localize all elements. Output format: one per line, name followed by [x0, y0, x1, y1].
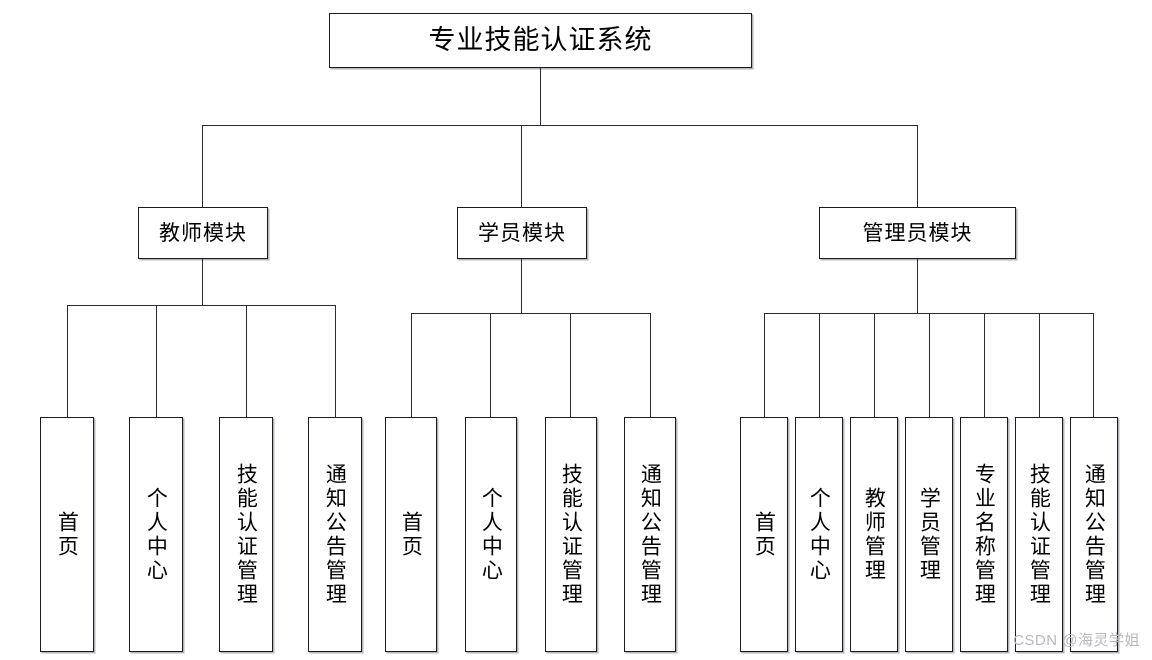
root-node-label: 专业技能认证系统 — [428, 25, 653, 56]
leaf-node-student-personal-center: 个人中心 — [465, 417, 517, 652]
connector-student-bus — [411, 313, 651, 314]
module-node-teacher: 教师模块 — [138, 207, 268, 259]
root-node-system: 专业技能认证系统 — [329, 13, 752, 68]
connector-student-drop-3 — [570, 313, 571, 417]
leaf-node-student-notice: 通知公告管理 — [624, 417, 676, 652]
connector-teacher-drop-4 — [335, 305, 336, 417]
leaf-node-admin-student-management: 学员管理 — [905, 417, 953, 652]
connector-root-stem — [540, 68, 541, 125]
connector-main-bus — [202, 125, 918, 126]
leaf-node-teacher-skill-certification: 技能认证管理 — [219, 417, 273, 652]
connector-admin-stem — [917, 259, 918, 313]
leaf-node-admin-notice: 通知公告管理 — [1070, 417, 1118, 652]
leaf-node-admin-teacher-management: 教师管理 — [850, 417, 898, 652]
leaf-node-label: 专业名称管理 — [972, 462, 997, 607]
leaf-node-label: 首页 — [399, 510, 424, 559]
connector-admin-drop-5 — [984, 313, 985, 417]
module-node-label: 管理员模块 — [862, 220, 973, 245]
leaf-node-label: 首页 — [752, 510, 777, 559]
leaf-node-label: 技能认证管理 — [234, 462, 259, 607]
leaf-node-student-home: 首页 — [385, 417, 437, 652]
leaf-node-label: 首页 — [55, 510, 80, 559]
connector-teacher-drop-2 — [156, 305, 157, 417]
connector-admin-drop-7 — [1093, 313, 1094, 417]
connector-admin-drop-4 — [929, 313, 930, 417]
connector-teacher-stem — [202, 259, 203, 305]
module-node-student: 学员模块 — [457, 207, 587, 259]
leaf-node-label: 个人中心 — [144, 486, 169, 583]
leaf-node-teacher-notice: 通知公告管理 — [308, 417, 362, 652]
connector-student-drop-4 — [650, 313, 651, 417]
leaf-node-label: 教师管理 — [862, 486, 887, 583]
leaf-node-admin-skill-certification: 技能认证管理 — [1015, 417, 1063, 652]
connector-teacher-drop-3 — [246, 305, 247, 417]
leaf-node-student-skill-certification: 技能认证管理 — [545, 417, 597, 652]
connector-admin-drop-1 — [764, 313, 765, 417]
leaf-node-label: 通知公告管理 — [638, 462, 663, 607]
leaf-node-label: 个人中心 — [807, 486, 832, 583]
leaf-node-admin-major-name-management: 专业名称管理 — [960, 417, 1008, 652]
leaf-node-teacher-home: 首页 — [40, 417, 94, 652]
leaf-node-label: 通知公告管理 — [1082, 462, 1107, 607]
module-node-label: 教师模块 — [159, 220, 247, 245]
connector-student-drop-1 — [411, 313, 412, 417]
connector-admin-drop-6 — [1039, 313, 1040, 417]
module-node-label: 学员模块 — [478, 220, 566, 245]
leaf-node-admin-personal-center: 个人中心 — [795, 417, 843, 652]
leaf-node-teacher-personal-center: 个人中心 — [129, 417, 183, 652]
connector-student-drop-2 — [490, 313, 491, 417]
connector-admin-drop-2 — [819, 313, 820, 417]
connector-teacher-bus — [67, 305, 336, 306]
connector-drop-admin — [917, 125, 918, 207]
connector-admin-drop-3 — [874, 313, 875, 417]
leaf-node-admin-home: 首页 — [740, 417, 788, 652]
leaf-node-label: 个人中心 — [479, 486, 504, 583]
connector-drop-teacher — [202, 125, 203, 207]
leaf-node-label: 技能认证管理 — [559, 462, 584, 607]
connector-drop-student — [521, 125, 522, 207]
module-node-admin: 管理员模块 — [819, 207, 1016, 259]
leaf-node-label: 通知公告管理 — [323, 462, 348, 607]
connector-teacher-drop-1 — [67, 305, 68, 417]
leaf-node-label: 技能认证管理 — [1027, 462, 1052, 607]
leaf-node-label: 学员管理 — [917, 486, 942, 583]
connector-student-stem — [521, 259, 522, 313]
